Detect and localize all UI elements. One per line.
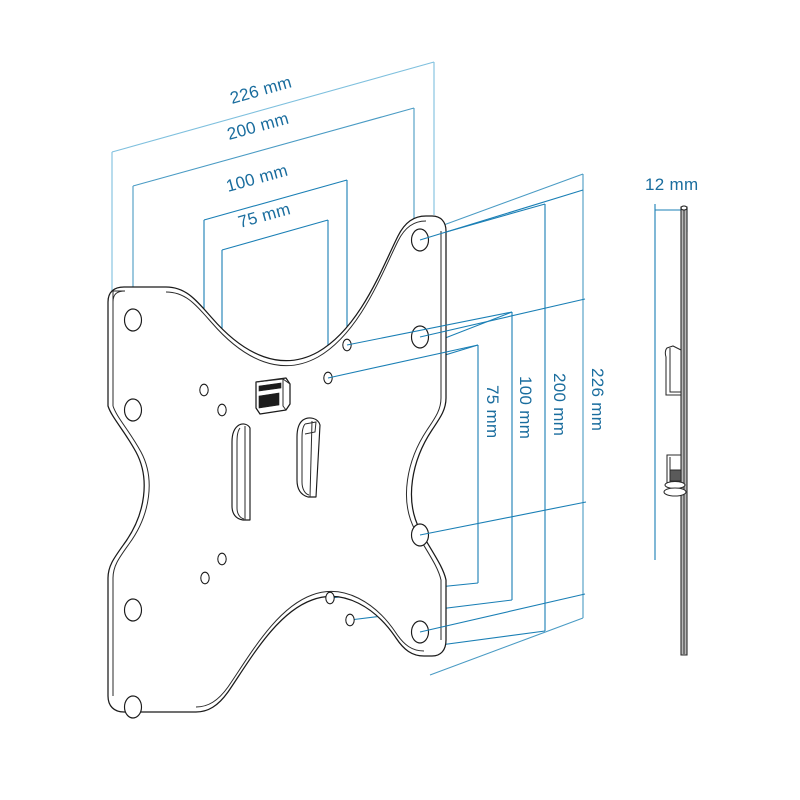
bracket-edge-highlight-left <box>112 290 126 406</box>
hook-rib-right-tab <box>304 421 317 435</box>
latch-slot-lower <box>258 392 280 409</box>
label-75-vertical: 75 mm <box>483 385 502 438</box>
vertical-dimension-group <box>329 173 584 676</box>
vesa-pattern-holes <box>199 338 355 627</box>
hook-rib-right-crease2 <box>309 420 313 498</box>
mounting-hole-top-left-upper <box>123 308 143 332</box>
dimension-226-vertical <box>429 173 584 676</box>
bracket-edge-highlight-right <box>405 231 442 640</box>
dimension-leader-lines-overlay <box>327 189 587 633</box>
hook-rib-left-body <box>231 423 251 521</box>
hook-rib-right <box>296 417 321 498</box>
side-lock-washer-lower <box>663 487 687 497</box>
hook-rib-right-body <box>296 417 321 498</box>
side-lock-washer-upper <box>664 480 686 490</box>
side-upper-hook-tab <box>664 345 682 396</box>
bracket-edge-highlight-bottomwave <box>195 590 425 708</box>
side-upper-hook-crease <box>669 348 681 393</box>
label-226-horizontal: 226 mm <box>228 72 294 107</box>
horizontal-dimension-labels: 226 mm 200 mm 100 mm 75 mm <box>224 72 294 232</box>
label-100-vertical: 100 mm <box>516 376 535 439</box>
label-12-depth: 12 mm <box>645 175 698 194</box>
vesa-hole-100-top-left <box>199 383 209 397</box>
side-plate-top-cap <box>680 205 688 211</box>
label-75-horizontal: 75 mm <box>236 199 293 232</box>
side-lock-knob-body <box>669 469 682 482</box>
label-226-vertical: 226 mm <box>588 368 607 431</box>
vesa-hole-100-bottom-left <box>217 552 227 566</box>
label-200-vertical: 200 mm <box>550 373 569 436</box>
mounting-hole-top-left-lower <box>123 398 143 422</box>
bracket-plate-outline <box>107 215 447 713</box>
side-view-bracket: 12 mm <box>645 175 698 656</box>
side-lower-lock-assembly <box>663 454 687 497</box>
label-100-horizontal: 100 mm <box>224 161 290 196</box>
bracket-edge-highlight-inner <box>112 405 150 696</box>
hook-rib-left <box>231 423 251 521</box>
latch-slot-upper <box>258 382 282 392</box>
vesa-hole-75-bottom-right <box>345 613 355 627</box>
label-200-horizontal: 200 mm <box>225 109 291 144</box>
hook-rib-left-crease <box>236 427 245 520</box>
dimension-226-horizontal <box>111 61 435 300</box>
front-view-bracket <box>107 215 447 719</box>
mounting-hole-bottom-left-lower <box>123 695 143 719</box>
bracket-edge-highlight-topwave <box>165 220 427 367</box>
vesa-hole-100-bottom-right <box>325 591 335 605</box>
hook-rib-right-crease <box>301 423 310 496</box>
vertical-dimension-labels: 226 mm 200 mm 100 mm 75 mm <box>483 368 607 439</box>
mounting-hole-bottom-left-upper <box>123 598 143 622</box>
center-latch-block <box>255 377 291 415</box>
latch-right-edge <box>282 379 287 411</box>
vesa-hole-75-bottom-left <box>200 571 210 585</box>
vesa-hole-75-top-left <box>217 403 227 417</box>
